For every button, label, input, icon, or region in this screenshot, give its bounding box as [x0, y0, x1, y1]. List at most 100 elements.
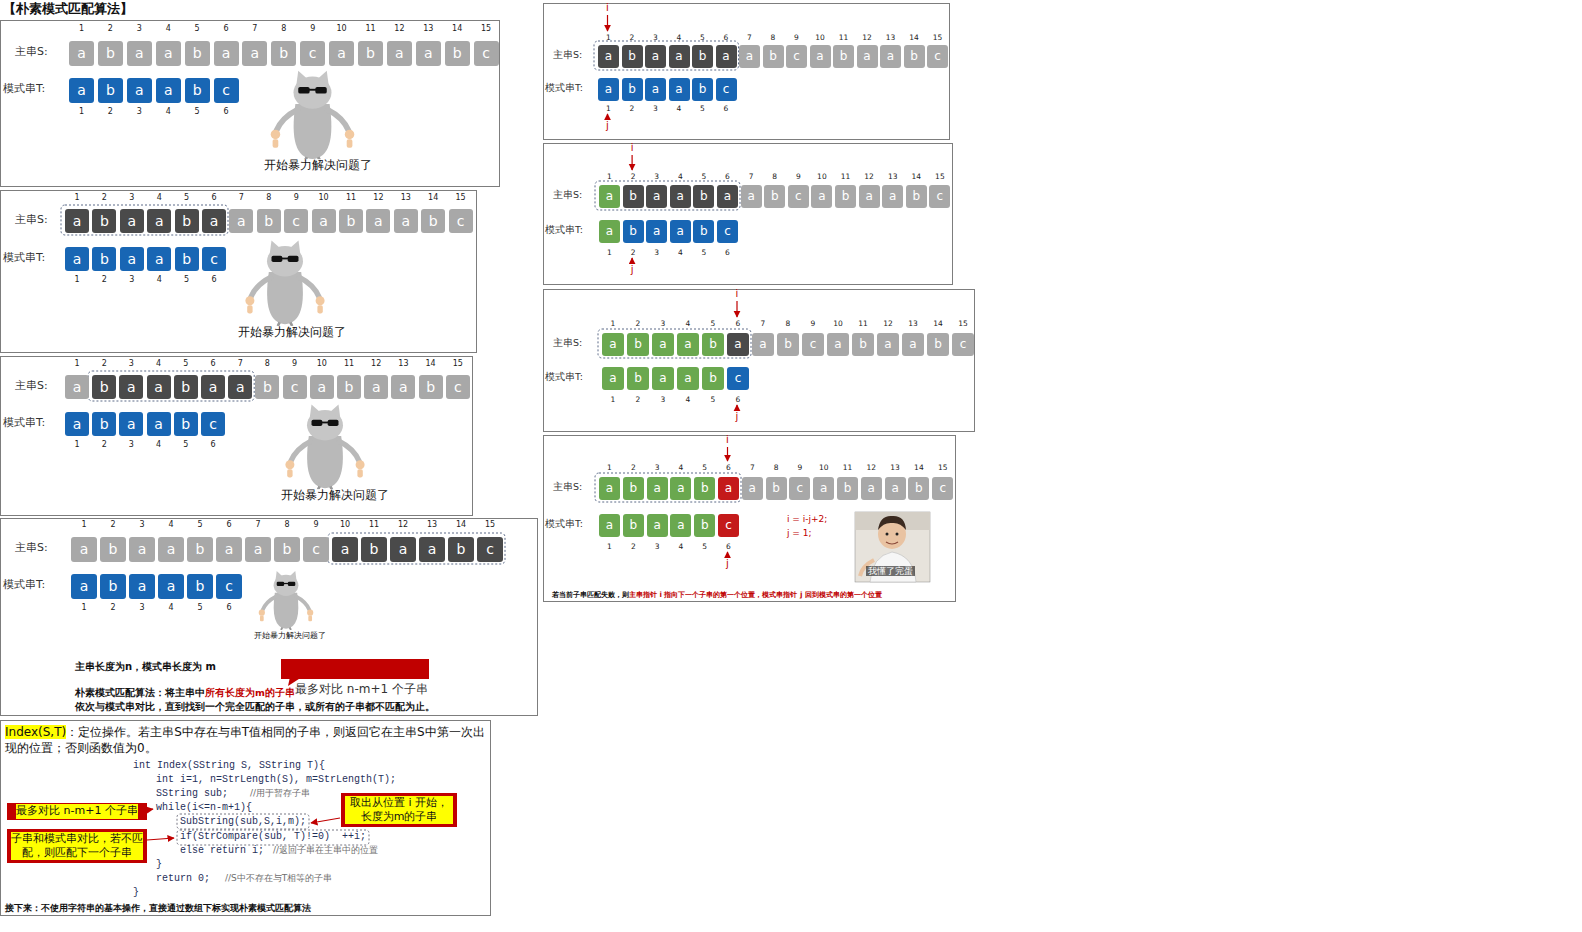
pattern-cell: a1	[599, 220, 620, 259]
main-string-cell: 1a	[599, 464, 620, 500]
char-cell: a	[716, 45, 737, 68]
row-label: 模式串T:	[3, 252, 45, 264]
pattern-cell: b5	[174, 412, 198, 451]
position-number: 5	[185, 25, 210, 34]
main-string-cell: 14b	[419, 360, 443, 399]
position-number: 1	[602, 396, 624, 404]
char-cell: a	[602, 333, 624, 356]
position-number: 5	[692, 34, 713, 42]
main-string-cell: 6a	[717, 173, 738, 208]
char-cell: a	[329, 41, 354, 66]
main-string-cell: 2b	[98, 25, 123, 66]
char-cell: a	[598, 45, 619, 68]
row-label: 主串S:	[553, 482, 582, 492]
char-cell: a	[902, 333, 924, 356]
char-cell: b	[445, 41, 470, 66]
position-number: 9	[788, 173, 809, 181]
main-string-cell: 8b	[764, 173, 785, 208]
description-text: Index(S,T)：定位操作。若主串S中存在与串T值相同的子串，则返回它在主串…	[5, 724, 489, 756]
pattern-cell: b5	[187, 574, 213, 614]
main-string-cell: 9c	[786, 34, 807, 68]
main-string-cell: 3a	[647, 464, 668, 500]
main-string-cell: 8b	[274, 521, 300, 562]
main-string-cell: 9c	[788, 173, 809, 208]
char-cell: a	[827, 333, 849, 356]
char-cell: c	[718, 514, 739, 537]
main-string-cell: 12a	[857, 34, 878, 68]
caption: 开始暴力解决问题了	[236, 326, 348, 340]
position-number: 10	[312, 194, 336, 203]
pattern-cell: a3	[129, 574, 155, 614]
main-string-cell: 14b	[927, 320, 949, 356]
pattern-cell: b2	[92, 247, 116, 286]
char-cell: c	[284, 209, 308, 233]
position-number: 11	[835, 173, 856, 181]
pointer-label: i	[603, 3, 613, 13]
position-number: 4	[147, 276, 171, 285]
char-cell: b	[906, 185, 927, 208]
char-cell: a	[364, 375, 388, 399]
pattern-cell: a1	[65, 412, 89, 451]
char-cell: c	[216, 574, 242, 599]
main-string-cell: 13a	[885, 464, 906, 500]
main-string-cell: 11b	[852, 320, 874, 356]
position-number: 7	[742, 464, 763, 472]
code-line: return 0;	[156, 873, 210, 885]
substring-outline	[595, 181, 740, 210]
char-cell: a	[813, 477, 834, 500]
char-cell: b	[763, 45, 784, 68]
pointer-label: i	[732, 289, 742, 299]
pointer-label: i	[627, 143, 637, 153]
pattern-cell: c6	[216, 574, 242, 614]
position-number: 8	[255, 360, 279, 369]
position-number: 6	[216, 604, 242, 613]
char-cell: a	[599, 514, 620, 537]
pattern-cell: b5	[702, 367, 724, 406]
main-string-cell: 13a	[394, 194, 418, 233]
position-number: 15	[477, 521, 503, 530]
char-cell: b	[100, 574, 126, 599]
main-string-cell: 5b	[175, 194, 199, 233]
char-cell: b	[694, 477, 715, 500]
char-cell: b	[623, 514, 644, 537]
position-number: 1	[599, 249, 620, 257]
main-string-cell: 5b	[187, 521, 213, 562]
position-number: 6	[717, 249, 738, 257]
description-text: ：定位操作。若主串S中存在与串T值相同的子串，则返回它在主串S中第一次出现的位置…	[5, 725, 485, 755]
position-number: 6	[717, 173, 738, 181]
char-cell: b	[694, 514, 715, 537]
char-cell: a	[390, 537, 416, 562]
char-cell: a	[810, 45, 831, 68]
main-string-cell: 6a	[202, 194, 226, 233]
main-string-cell: 4a	[147, 360, 171, 399]
char-cell: a	[201, 375, 225, 399]
position-number: 2	[623, 464, 644, 472]
position-number: 2	[98, 108, 123, 117]
position-number: 14	[448, 521, 474, 530]
position-number: 2	[623, 543, 644, 551]
char-cell: a	[119, 412, 143, 436]
note: 主串长度为n，模式串长度为 m	[75, 661, 216, 673]
position-number: 6	[716, 105, 737, 113]
main-string-cell: 12a	[859, 173, 880, 208]
position-number: 3	[646, 249, 667, 257]
main-string-cell: 10a	[827, 320, 849, 356]
main-string-cell: 13a	[880, 34, 901, 68]
char-cell: a	[599, 477, 620, 500]
main-string-cell: 7a	[242, 25, 267, 66]
substring-outline	[595, 473, 741, 502]
position-number: 5	[694, 464, 715, 472]
position-number: 1	[65, 276, 89, 285]
main-string-cell: 9c	[284, 194, 308, 233]
main-string-cell: 11b	[339, 194, 363, 233]
char-cell: a	[741, 185, 762, 208]
position-number: 15	[929, 173, 950, 181]
char-cell: a	[646, 185, 667, 208]
char-cell: a	[885, 477, 906, 500]
main-string-cell: 4a	[670, 464, 691, 500]
main-string-cell: 7a	[742, 464, 763, 500]
position-number: 2	[100, 604, 126, 613]
char-cell: b	[764, 185, 785, 208]
char-cell: a	[120, 247, 144, 271]
main-string-cell: 6a	[718, 464, 739, 500]
